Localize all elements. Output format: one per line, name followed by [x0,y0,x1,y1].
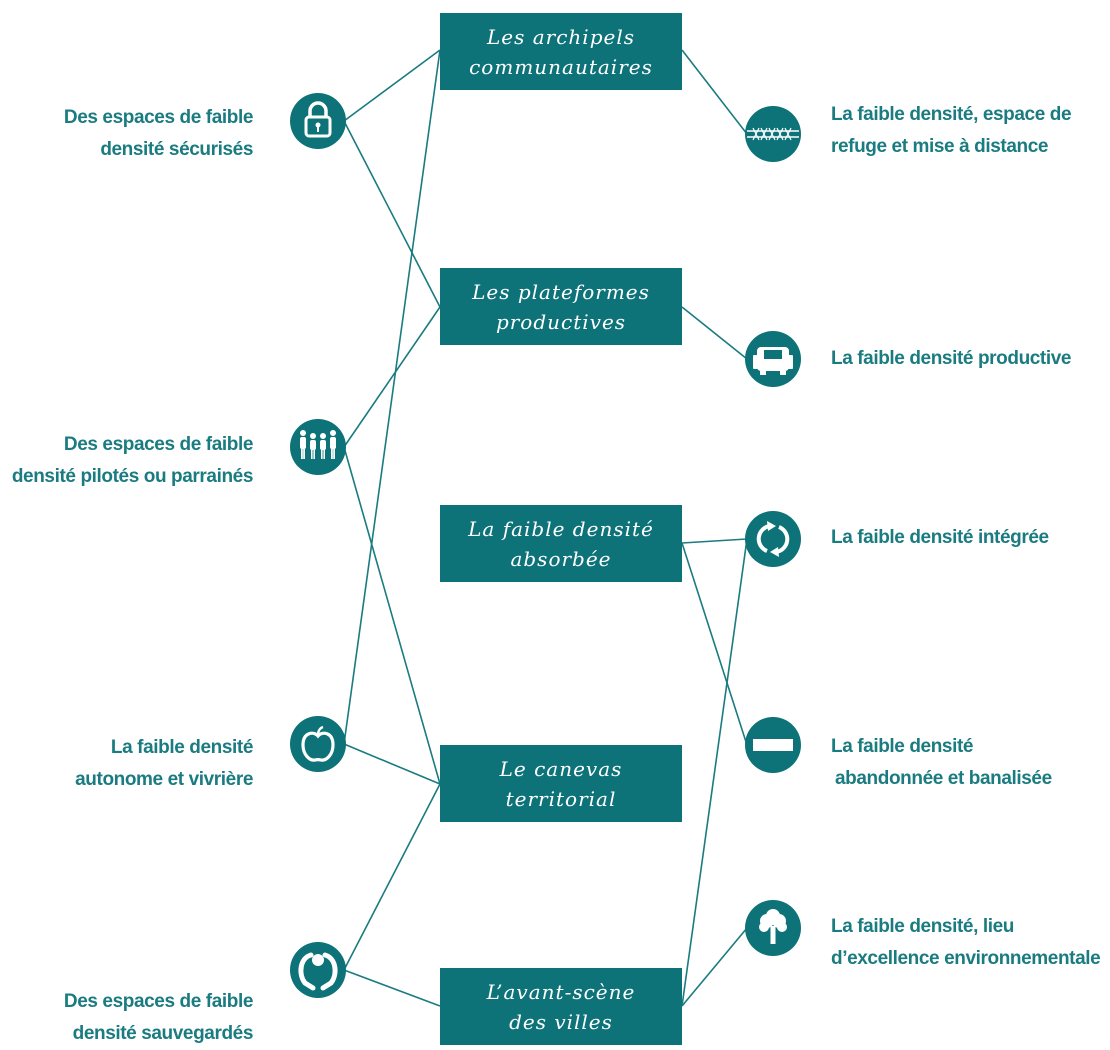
barbed-wire-icon [745,106,801,162]
scenario-line: absorbée [510,546,612,571]
label-line: La faible densité [110,737,253,758]
scenario-line: Les archipels [487,24,635,49]
scenario-line: La faible densité [468,516,654,541]
link-sauvegardes-canevas [343,783,441,971]
link-excellence-avant-scene [681,927,748,1007]
scenario-box-archipels: Les archipels communautaires [440,13,682,90]
label-line: Des espaces de faible [63,107,254,128]
label-line: refuge et mise à distance [831,136,1049,157]
label-line: abandonnée et banalisée [835,768,1052,789]
no-entry-icon [745,717,801,773]
scenario-line: L’avant-scène [486,979,636,1004]
link-pilotes-canevas [343,446,441,785]
link-refuge-archipels [681,49,748,135]
link-autonome-canevas [343,743,441,785]
link-securises-plateformes [343,120,441,308]
tractor-icon [745,331,801,387]
scenario-box-canevas: Le canevas territorial [440,745,682,822]
scenario-box-plateformes: Les plateformes productives [440,268,682,345]
label-line: Des espaces de faible [63,434,254,455]
scenario-line: Les plateformes [472,279,650,304]
label-line: Des espaces de faible [63,991,254,1012]
link-autonome-archipels [343,49,441,745]
label-line: densité pilotés ou parrainés [11,466,254,487]
label-line: La faible densité, espace de [831,104,1072,125]
left-label-securises: Des espaces de faible densité sécurisés [63,102,254,166]
people-group-icon [290,419,346,475]
right-label-integree: La faible densité intégrée [831,522,1049,554]
scenario-line: territorial [505,786,617,811]
link-securises-archipels [343,49,441,122]
left-label-autonome: La faible densité autonome et vivrière [75,732,253,796]
left-label-pilotes: Des espaces de faible densité pilotés ou… [11,429,254,493]
right-label-refuge: La faible densité, espace de refuge et m… [831,99,1072,163]
tree-icon [745,900,801,956]
label-line: La faible densité [831,736,974,757]
label-line: d’excellence environnementale [831,948,1101,969]
label-line: La faible densité, lieu [831,916,1014,937]
link-pilotes-plateformes [343,306,441,448]
scenario-line: des villes [509,1009,613,1034]
link-abandonnee-absorbee [681,542,748,746]
label-line: autonome et vivrière [75,769,253,790]
hands-protecting-icon [290,942,346,998]
label-line: densité sécurisés [100,139,253,160]
apple-icon [290,716,346,772]
right-label-abandonnee: La faible densité abandonnée et banalisé… [831,731,1052,795]
scenario-line: communautaires [469,54,653,79]
scenario-line: Le canevas [499,756,623,781]
left-label-sauvegardes: Des espaces de faible densité sauvegardé… [63,986,254,1050]
label-line: La faible densité intégrée [831,527,1049,548]
scenario-box-avant-scene: L’avant-scène des villes [440,968,682,1045]
link-sauvegardes-avant-scene [343,969,441,1007]
scenario-box-absorbee: La faible densité absorbée [440,505,682,582]
link-integree-avant-scene [681,538,748,1007]
right-label-productive: La faible densité productive [831,343,1071,375]
right-label-excellence: La faible densité, lieu d’excellence env… [831,911,1101,975]
recycle-arrows-icon [745,511,801,567]
padlock-icon [290,93,346,149]
scenario-line: productives [495,309,627,334]
label-line: densité sauvegardés [72,1023,254,1044]
link-integree-absorbee [681,538,748,544]
link-productive-plateformes [681,306,748,360]
label-line: La faible densité productive [831,348,1072,369]
connection-lines [343,49,748,1007]
